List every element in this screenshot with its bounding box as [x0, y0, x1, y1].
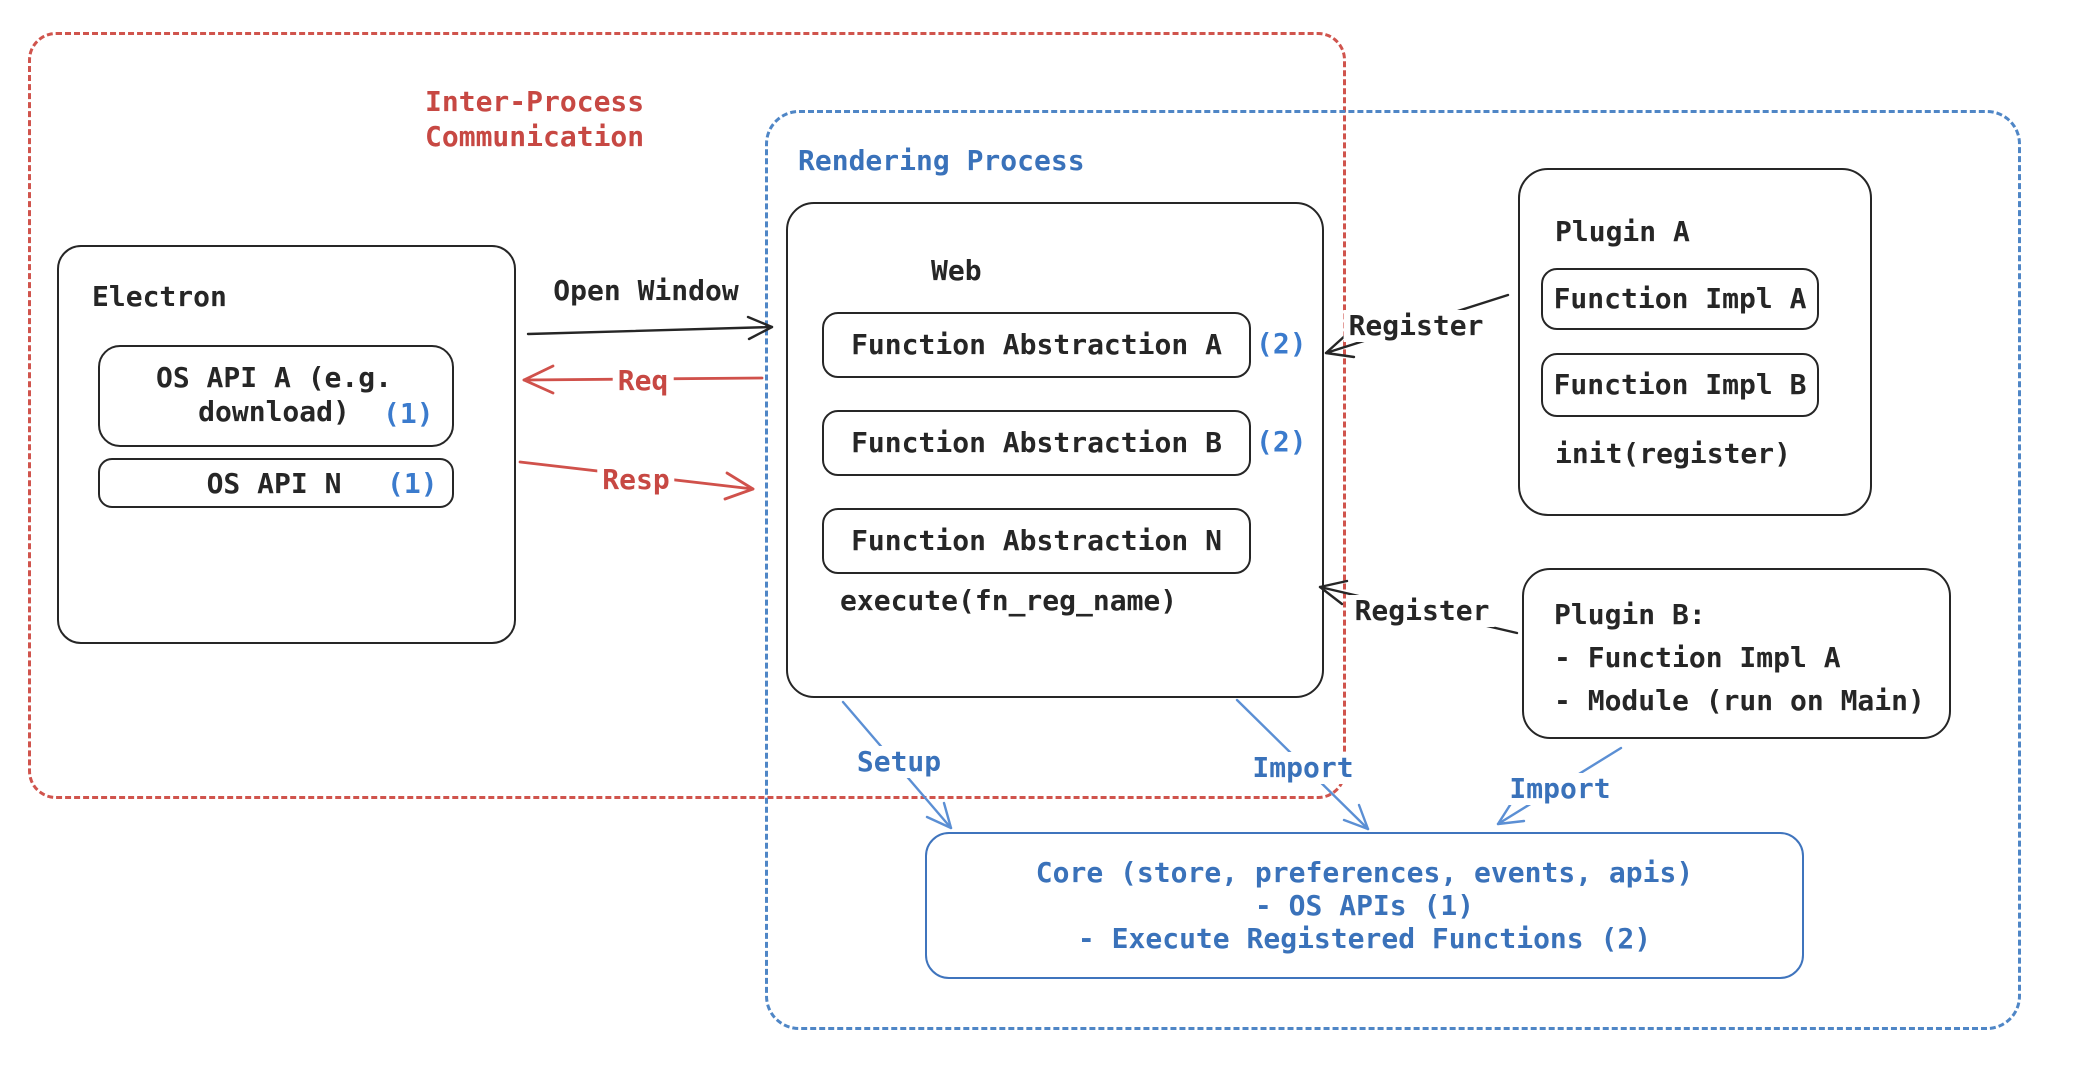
function-abstraction-b-label: Function Abstraction B: [851, 426, 1222, 459]
electron-title: Electron: [92, 280, 227, 313]
function-abstraction-a-box: Function Abstraction A: [822, 312, 1251, 378]
os-api-n-badge: (1): [387, 467, 438, 500]
web-title: Web: [931, 254, 982, 287]
core-line-2: - OS APIs (1): [1254, 889, 1475, 922]
os-api-a-label-line1: OS API A (e.g.: [155, 361, 392, 394]
function-abstraction-n-box: Function Abstraction N: [822, 508, 1251, 574]
open-window-label: Open Window: [553, 274, 739, 307]
function-abstraction-a-label: Function Abstraction A: [851, 328, 1222, 361]
plugin-b-lines: Plugin B:- Function Impl A- Module (run …: [1554, 598, 1925, 717]
register-top-label: Register: [1343, 310, 1489, 342]
setup-label: Setup: [851, 746, 947, 778]
core-box: Core (store, preferences, events, apis) …: [925, 832, 1804, 979]
rendering-process-region: [765, 110, 2021, 1030]
import-left-label: Import: [1247, 752, 1359, 784]
init-register-label: init(register): [1555, 437, 1792, 470]
function-impl-b-label: Function Impl B: [1553, 368, 1807, 401]
os-api-n-box: [98, 458, 454, 508]
core-line-1: Core (store, preferences, events, apis): [1035, 856, 1694, 889]
function-abstraction-b-badge: (2): [1256, 425, 1307, 458]
function-impl-a-label: Function Impl A: [1553, 282, 1807, 315]
function-abstraction-b-box: Function Abstraction B: [822, 410, 1251, 476]
plugin-a-title: Plugin A: [1555, 215, 1690, 248]
os-api-a-badge: (1): [383, 397, 434, 430]
execute-label: execute(fn_reg_name): [840, 584, 1178, 617]
import-right-label: Import: [1504, 773, 1616, 805]
function-abstraction-a-badge: (2): [1256, 327, 1307, 360]
resp-label: Resp: [597, 464, 675, 496]
plugin-b-box: [1522, 568, 1951, 739]
rendering-process-title: Rendering Process: [798, 144, 1085, 177]
ipc-region: [28, 32, 1346, 799]
core-line-3: - Execute Registered Functions (2): [1077, 922, 1652, 955]
os-api-a-box: [98, 345, 454, 447]
os-api-n-label: OS API N: [206, 467, 342, 500]
function-impl-b-box: Function Impl B: [1541, 353, 1819, 417]
function-impl-a-box: Function Impl A: [1541, 268, 1819, 330]
os-api-a-label-line2: download): [198, 395, 350, 428]
register-bottom-label: Register: [1349, 595, 1495, 627]
plugin-a-box: [1518, 168, 1872, 516]
req-label: Req: [612, 365, 674, 397]
function-abstraction-n-label: Function Abstraction N: [851, 524, 1222, 557]
